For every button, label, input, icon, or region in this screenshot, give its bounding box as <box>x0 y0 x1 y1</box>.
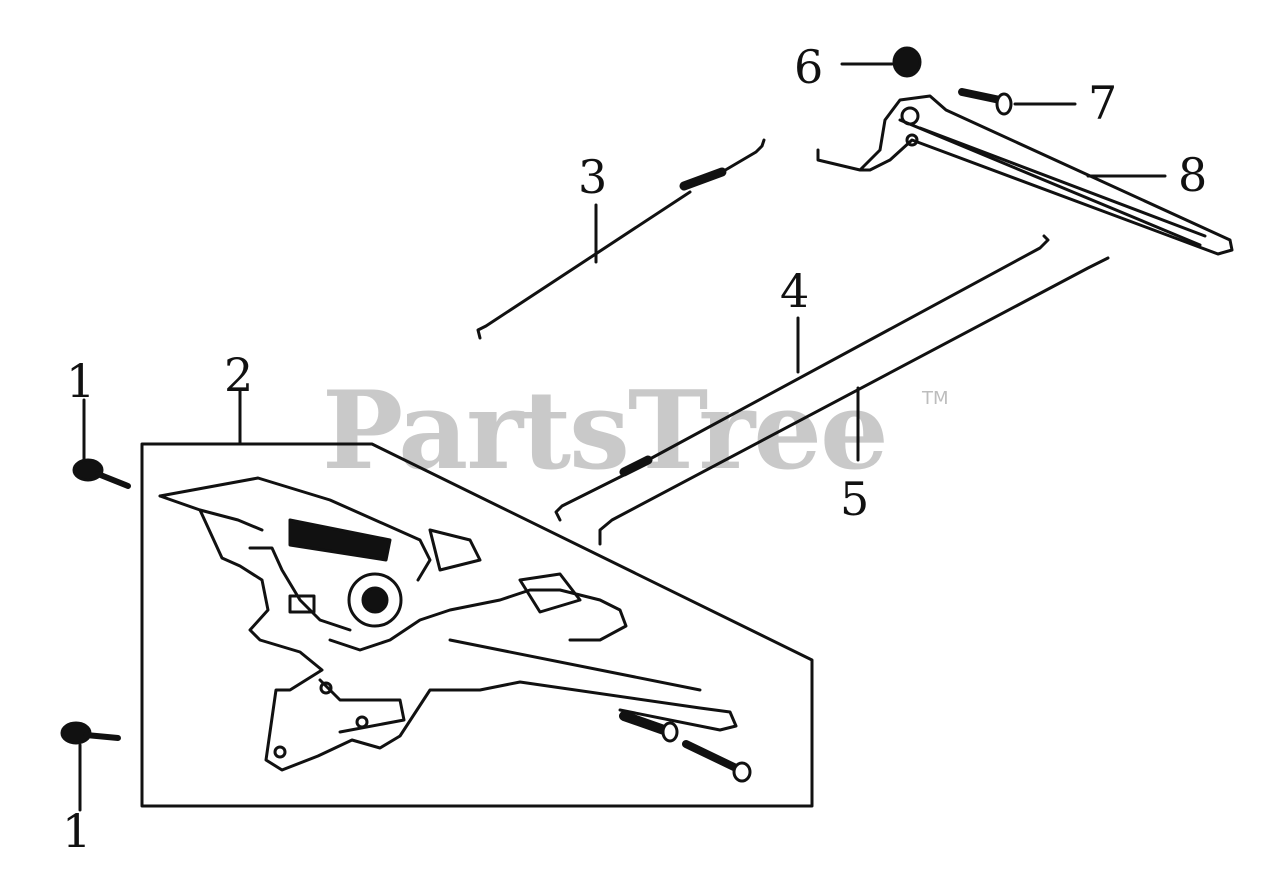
callout-5: 5 <box>840 472 870 526</box>
callout-7: 7 <box>1088 76 1118 130</box>
part-8-lever <box>816 94 1234 256</box>
callout-4: 4 <box>780 264 810 318</box>
part-6-nut <box>892 46 922 78</box>
part-3-spring-rod <box>476 138 766 340</box>
watermark: PartsTree <box>322 368 889 494</box>
callout-1-top: 1 <box>66 354 96 408</box>
watermark-trademark: TM <box>922 388 949 409</box>
callout-8: 8 <box>1178 148 1208 202</box>
part-2-control-plate <box>158 476 738 772</box>
part-1-screw-top <box>72 458 131 489</box>
part-2-bolt-a <box>619 711 679 743</box>
callout-2: 2 <box>224 348 254 402</box>
part-1-screw-bottom <box>60 721 121 745</box>
part-5-rod <box>598 256 1110 546</box>
callout-1-bottom: 1 <box>62 804 92 858</box>
part-2-enclosure <box>140 388 814 808</box>
part-4-rod <box>554 234 1050 522</box>
part-7-bolt <box>958 88 1013 116</box>
callout-6: 6 <box>794 40 824 94</box>
callout-3: 3 <box>578 150 608 204</box>
part-2-bolt-b <box>682 740 752 783</box>
